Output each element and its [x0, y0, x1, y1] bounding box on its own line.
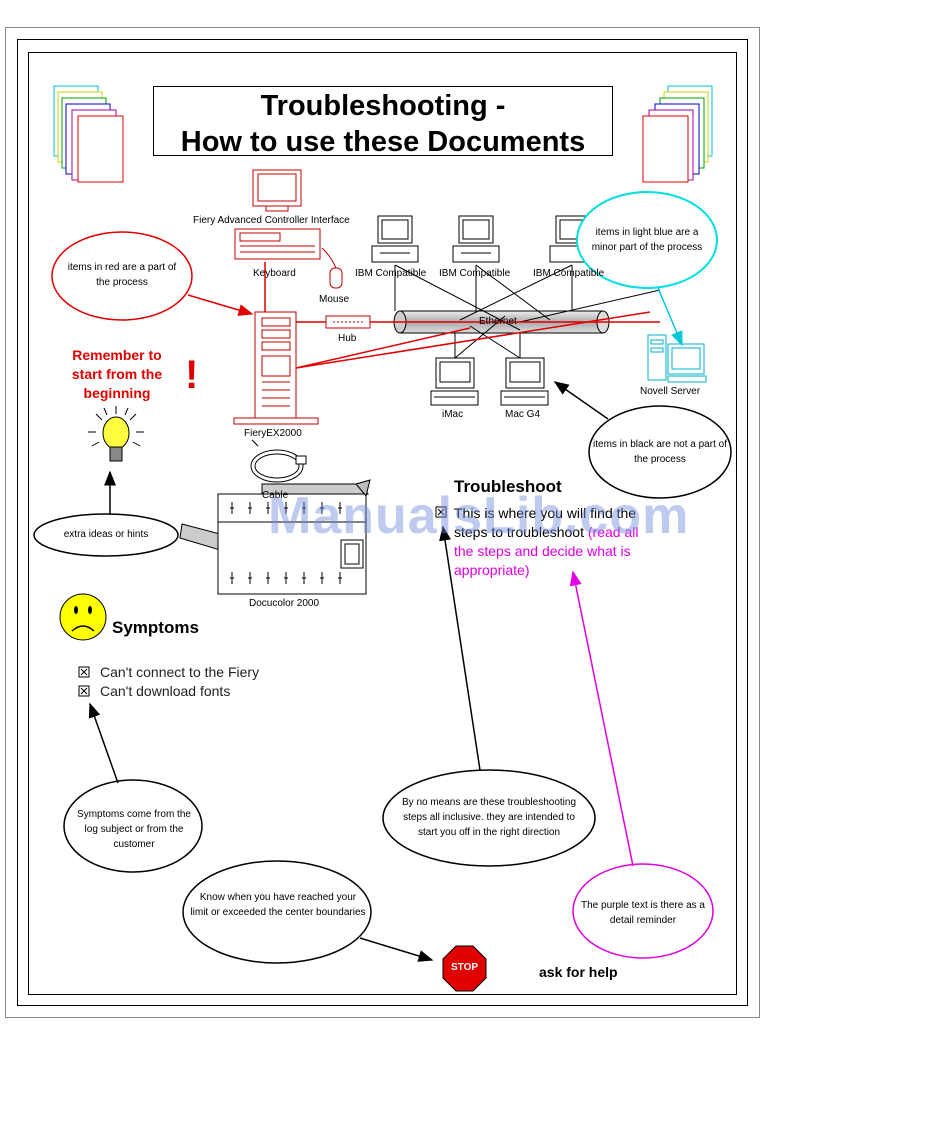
troubleshoot-line-2-text: steps to troubleshoot	[454, 524, 584, 540]
ibm-label-2: IBM Compatible	[439, 268, 511, 279]
light-bulb-icon	[88, 406, 144, 462]
arrow-know-limit	[359, 937, 434, 962]
bubble-purple-text	[572, 863, 714, 959]
documents-stack-icon-left	[53, 85, 124, 183]
stop-sign-icon	[442, 945, 487, 992]
troubleshoot-purple-2: the steps and decide what is	[454, 543, 631, 559]
arrow-purple	[569, 570, 634, 867]
arrow-black	[553, 381, 609, 420]
novell-server-label: Novell Server	[640, 386, 701, 397]
stop-sign-label: STOP	[450, 962, 479, 973]
mac-g4-label: Mac G4	[505, 409, 541, 420]
docucolor-printer-icon	[179, 479, 371, 595]
sad-face-icon	[59, 593, 107, 641]
page-title: Troubleshooting - How to use these Docum…	[153, 86, 613, 158]
page-inner-border	[28, 52, 737, 995]
bubble-symptoms-source-text: Symptoms come from the log subject or fr…	[77, 809, 191, 850]
watermark: ManualsLib.com	[268, 487, 690, 545]
troubleshoot-line-1: This is where you will find the	[454, 505, 637, 521]
docucolor-label: Docucolor 2000	[249, 598, 320, 609]
bubble-red-items	[51, 231, 193, 321]
ibm-pc-icon-1	[371, 215, 419, 263]
ibm-label-3: IBM Compatible	[533, 268, 605, 279]
mouse-icon	[321, 247, 343, 289]
troubleshoot-purple-1: (read all	[587, 524, 639, 540]
arrow-symptoms	[88, 702, 119, 784]
mouse-label: Mouse	[319, 294, 350, 305]
bubble-purple-text-text: The purple text is there as a detail rem…	[581, 900, 705, 926]
hub-icon	[325, 315, 371, 329]
keyboard-label: Keyboard	[253, 268, 296, 279]
imac-label: iMac	[442, 409, 464, 420]
arrow-red	[187, 294, 254, 316]
bubble-know-limit-text: Know when you have reached your limit or…	[190, 892, 366, 918]
bubble-symptoms-source	[63, 779, 203, 873]
cable-icon	[250, 439, 307, 483]
arrow-no-means	[439, 525, 481, 771]
fiery-label: FieryEX2000	[244, 428, 302, 439]
hub-label: Hub	[338, 333, 357, 344]
remember-line-1: Remember to	[72, 347, 162, 363]
remember-line-3: beginning	[83, 385, 151, 401]
bubble-black-items-text: items in black are not a part of the pro…	[593, 439, 727, 465]
mac-g4-icon	[500, 357, 549, 406]
remember-note: Remember to start from the beginning	[58, 346, 176, 403]
keyboard-icon	[234, 228, 321, 260]
checkbox-icon	[78, 666, 90, 678]
page-outer-border	[5, 27, 760, 1018]
symptom-item-1: Can't connect to the Fiery	[100, 664, 260, 680]
arrow-cyan	[657, 287, 683, 347]
cable-label: Cable	[262, 490, 289, 501]
bubble-no-means	[382, 769, 596, 867]
novell-server-icon	[647, 334, 707, 383]
bubble-extra-ideas-text: extra ideas or hints	[63, 529, 149, 540]
fiery-server-icon	[233, 311, 319, 425]
exclamation-mark: !	[185, 353, 199, 397]
page-border	[17, 39, 748, 1006]
bubble-light-blue	[576, 191, 718, 289]
bubble-light-blue-text: items in light blue are a minor part of …	[591, 227, 703, 253]
imac-icon	[430, 357, 479, 406]
ibm-label-1: IBM Compatible	[355, 268, 427, 279]
troubleshoot-line-2: steps to troubleshoot (read all	[454, 524, 638, 540]
title-line-1: Troubleshooting -	[260, 90, 506, 122]
fiery-monitor-icon	[252, 169, 302, 212]
ethernet-label: Ethernet	[479, 316, 517, 327]
bubble-no-means-text: By no means are these troubleshooting st…	[402, 797, 576, 838]
troubleshoot-purple-3: appropriate)	[454, 562, 530, 578]
symptoms-heading: Symptoms	[112, 618, 199, 637]
title-line-2: How to use these Documents	[180, 126, 586, 158]
checkbox-icon	[78, 685, 90, 697]
ask-for-help: ask for help	[539, 964, 618, 980]
checkbox-icon	[435, 506, 447, 518]
bubble-red-items-text: items in red are a part of the process	[67, 262, 177, 288]
fiery-interface-label: Fiery Advanced Controller Interface	[193, 215, 350, 226]
bubble-know-limit	[182, 860, 372, 964]
troubleshoot-heading: Troubleshoot	[454, 477, 562, 496]
bubble-extra-ideas	[33, 513, 179, 557]
symptom-item-2: Can't download fonts	[100, 683, 231, 699]
bubble-black-items	[588, 405, 732, 499]
remember-line-2: start from the	[71, 366, 163, 382]
documents-stack-icon-right	[642, 85, 713, 183]
ibm-pc-icon-2	[452, 215, 500, 263]
